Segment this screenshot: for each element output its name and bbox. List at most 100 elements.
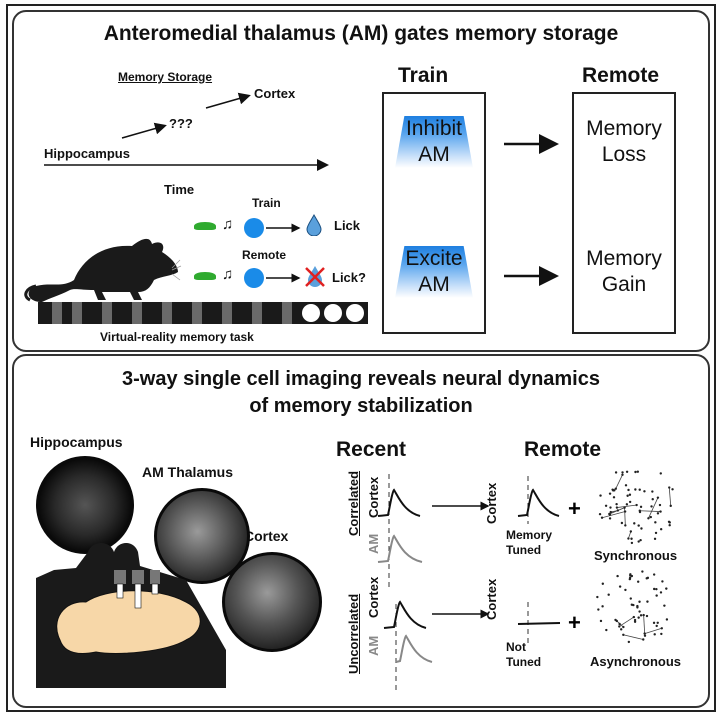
- am-thalamus-label: AM Thalamus: [142, 464, 234, 480]
- network-node: [640, 527, 643, 530]
- network-node: [653, 537, 657, 541]
- network-node: [638, 509, 641, 512]
- network-node: [623, 506, 626, 509]
- network-node: [633, 522, 636, 525]
- network-node: [633, 618, 637, 622]
- light-beam-icon: [395, 116, 473, 168]
- network-node: [627, 537, 630, 540]
- network-node: [601, 605, 604, 608]
- network-node: [650, 505, 653, 508]
- network-node: [652, 587, 656, 591]
- network-node: [659, 510, 662, 513]
- mouse-brain-implant-icon: [36, 543, 226, 688]
- network-node: [651, 498, 654, 501]
- light-beam-icon: [395, 246, 473, 298]
- network-node: [608, 517, 612, 520]
- network-node: [649, 515, 652, 519]
- network-node: [626, 494, 629, 497]
- network-node: [618, 625, 621, 628]
- network-node: [616, 509, 620, 512]
- network-node: [630, 541, 634, 545]
- unknown-region-label: ???: [169, 116, 193, 131]
- network-node: [615, 619, 618, 623]
- network-node: [645, 614, 649, 618]
- hippocampus-imaging-field: [36, 456, 134, 554]
- network-node: [612, 496, 616, 499]
- network-node: [615, 502, 618, 506]
- network-node: [647, 517, 650, 520]
- mouse-icon: [24, 238, 182, 302]
- memory-storage-heading: Memory Storage: [118, 70, 213, 84]
- cortex-imaging-field: [222, 552, 322, 652]
- panel-title: 3-way single cell imaging reveals neural…: [122, 368, 600, 417]
- network-node: [658, 503, 662, 507]
- network-node: [616, 574, 619, 578]
- network-node: [645, 577, 648, 580]
- network-node: [600, 516, 604, 519]
- cortex-label: Cortex: [254, 86, 296, 101]
- recent-header: Recent: [336, 438, 407, 461]
- network-node: [641, 570, 644, 573]
- network-node: [663, 604, 666, 607]
- train-header: Train: [398, 64, 449, 87]
- arrow-unknown-to-cortex: [205, 92, 251, 109]
- network-node: [636, 470, 640, 473]
- music-note-icon: ♫: [222, 216, 234, 233]
- network-node: [620, 521, 624, 525]
- network-node: [642, 613, 645, 617]
- network-node: [634, 488, 637, 491]
- network-node: [671, 488, 674, 491]
- network-node: [624, 484, 628, 487]
- network-node: [632, 603, 635, 607]
- network-node: [659, 591, 663, 594]
- task-caption: Virtual-reality memory task: [100, 330, 254, 344]
- network-node: [639, 538, 642, 542]
- cue-circle-icon: [244, 268, 264, 288]
- network-node: [634, 470, 637, 474]
- network-node: [597, 608, 600, 611]
- network-node: [609, 510, 612, 514]
- network-node: [637, 540, 640, 543]
- asynchronous-label: Asynchronous: [590, 654, 682, 669]
- network-node: [638, 600, 641, 603]
- remote-header: Remote: [582, 64, 660, 87]
- cortex-trace-correlated: [377, 488, 421, 517]
- network-node: [639, 505, 643, 509]
- panel-imaging: 3-way single cell imaging reveals neural…: [12, 354, 710, 708]
- music-note-icon: ♫: [222, 266, 234, 283]
- network-node: [615, 506, 619, 509]
- network-node: [627, 640, 631, 644]
- task-train-outcome: Lick: [334, 218, 361, 233]
- network-node: [621, 471, 624, 474]
- synchronous-label: Synchronous: [594, 548, 678, 563]
- network-node: [653, 633, 656, 636]
- network-node: [607, 593, 610, 596]
- network-node: [601, 582, 605, 585]
- figure-frame: [6, 4, 716, 712]
- network-node: [614, 487, 617, 490]
- network-node: [623, 510, 627, 513]
- network-node: [668, 486, 671, 489]
- network-node: [624, 524, 627, 527]
- network-node: [633, 620, 637, 623]
- task-train-label: Train: [252, 196, 281, 210]
- remote-trace-flat: [517, 622, 561, 625]
- network-node: [608, 492, 612, 495]
- network-node: [622, 625, 625, 629]
- network-node: [642, 638, 645, 641]
- plus-sign: +: [568, 496, 581, 521]
- network-node: [624, 588, 627, 592]
- cue-circle-icon: [244, 218, 264, 238]
- synchronous-network-icon: [598, 470, 674, 545]
- network-node: [622, 633, 625, 636]
- network-node: [599, 494, 602, 497]
- network-node: [605, 628, 608, 632]
- network-node: [655, 587, 658, 591]
- network-node: [655, 594, 658, 597]
- network-node: [618, 622, 621, 626]
